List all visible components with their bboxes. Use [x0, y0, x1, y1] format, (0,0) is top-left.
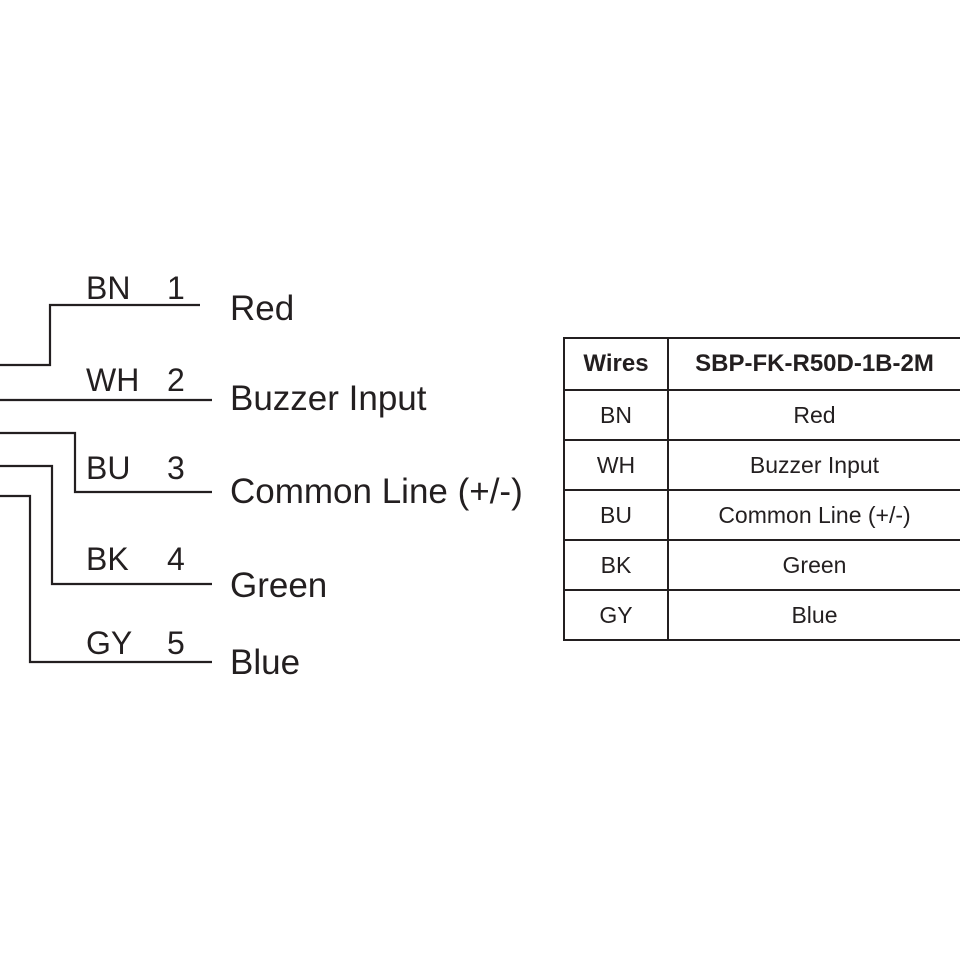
- table-row: BK Green: [563, 539, 960, 591]
- wire-bn: [0, 303, 200, 367]
- table-row: GY Blue: [563, 589, 960, 641]
- table-header-model: SBP-FK-R50D-1B-2M: [667, 337, 960, 391]
- table-cell-wire: GY: [563, 589, 669, 641]
- wire-bk: [0, 464, 212, 586]
- table-cell-function: Common Line (+/-): [667, 489, 960, 541]
- wire-pin-3: 3: [167, 450, 185, 486]
- table-header-wires: Wires: [563, 337, 669, 391]
- wire-code-bk: BK: [86, 541, 129, 577]
- wire-code-gy: GY: [86, 625, 133, 661]
- table-cell-function: Green: [667, 539, 960, 591]
- wire-gy: [0, 494, 212, 664]
- wire-function-blue: Blue: [230, 643, 301, 682]
- wire-pin-5: 5: [167, 625, 185, 661]
- wire-function-red: Red: [230, 289, 295, 328]
- wire-function-common-line: Common Line (+/-): [230, 472, 523, 511]
- table-row: WH Buzzer Input: [563, 439, 960, 491]
- table-row: BN Red: [563, 389, 960, 441]
- table-cell-function: Blue: [667, 589, 960, 641]
- wire-function-green: Green: [230, 566, 328, 605]
- table-cell-wire: WH: [563, 439, 669, 491]
- wire-pin-2: 2: [167, 362, 185, 398]
- table-cell-wire: BK: [563, 539, 669, 591]
- wire-bu: [0, 431, 212, 494]
- table-cell-function: Buzzer Input: [667, 439, 960, 491]
- table-row: BU Common Line (+/-): [563, 489, 960, 541]
- wire-pin-4: 4: [167, 541, 185, 577]
- table-cell-wire: BU: [563, 489, 669, 541]
- table-cell-wire: BN: [563, 389, 669, 441]
- wire-pin-1: 1: [167, 270, 185, 306]
- wire-code-bu: BU: [86, 450, 131, 486]
- wire-code-wh: WH: [86, 362, 140, 398]
- wire-code-bn: BN: [86, 270, 131, 306]
- wire-function-buzzer-input: Buzzer Input: [230, 379, 427, 418]
- wire-table: Wires SBP-FK-R50D-1B-2M BN Red WH Buzzer…: [563, 337, 960, 641]
- table-cell-function: Red: [667, 389, 960, 441]
- table-header-row: Wires SBP-FK-R50D-1B-2M: [563, 337, 960, 391]
